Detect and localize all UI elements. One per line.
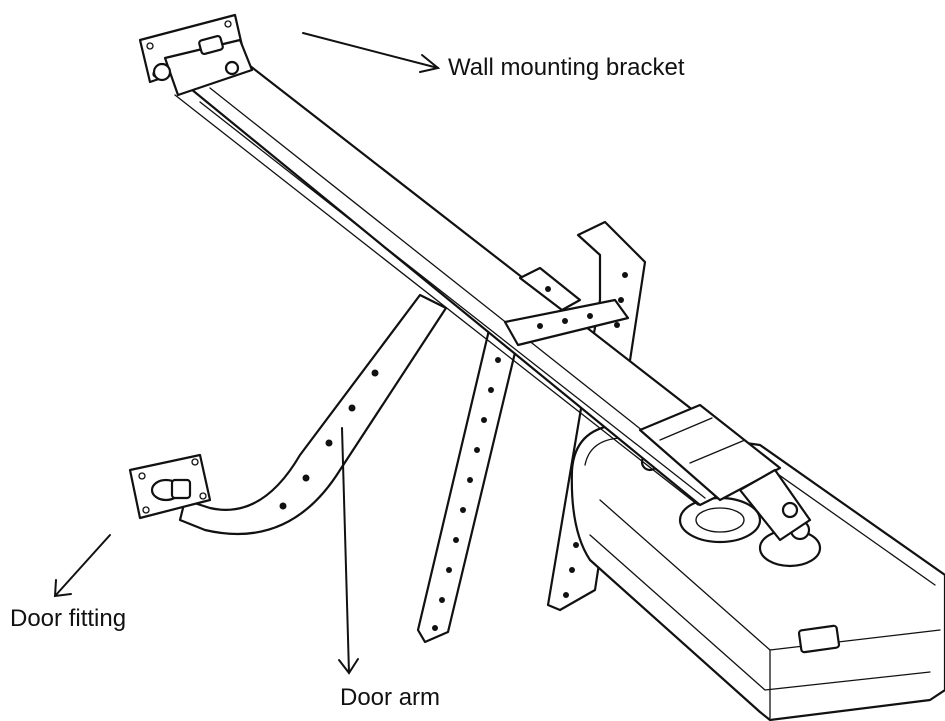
arrow-door-arm: [338, 427, 359, 675]
door-arm-label: Door arm: [340, 684, 441, 711]
door-fitting-label: Door fitting: [10, 605, 127, 632]
door-fitting-plate: [128, 453, 212, 520]
arrow-wall-mounting-bracket: [302, 32, 441, 73]
wall-mounting-bracket: [138, 13, 254, 97]
rail: [174, 60, 812, 542]
motor-housing: [570, 423, 945, 721]
arrow-door-fitting: [53, 534, 111, 598]
wall-mounting-bracket-label: Wall mounting bracket: [448, 54, 685, 81]
door-arm: [178, 293, 448, 536]
strap-cross-bracket: [503, 266, 630, 347]
